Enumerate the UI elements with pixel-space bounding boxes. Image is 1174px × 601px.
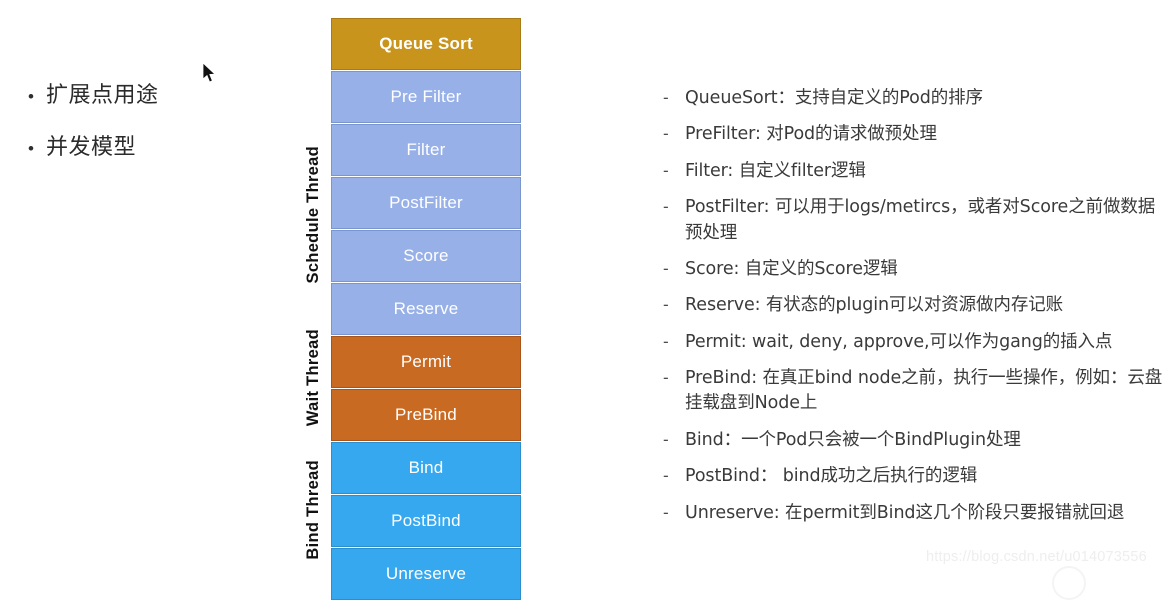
description-item: -Permit: wait, deny, approve,可以作为gang的插入… bbox=[663, 330, 1163, 355]
dash-bullet-icon: - bbox=[663, 124, 669, 144]
description-item: -Bind：一个Pod只会被一个BindPlugin处理 bbox=[663, 428, 1163, 453]
watermark-url: https://blog.csdn.net/u014073556 bbox=[926, 549, 1147, 565]
stage-block: Bind bbox=[331, 442, 521, 494]
stage-block: Reserve bbox=[331, 283, 521, 335]
thread-label-text: Bind Thread bbox=[303, 460, 322, 560]
dash-bullet-icon: - bbox=[663, 331, 669, 351]
stage-block: Score bbox=[331, 230, 521, 282]
mouse-pointer-icon bbox=[203, 63, 216, 83]
description-item: -PreBind: 在真正bind node之前，执行一些操作，例如：云盘挂载盘… bbox=[663, 366, 1163, 417]
description-text: Reserve: 有状态的plugin可以对资源做内存记账 bbox=[685, 295, 1064, 316]
stage-block: PostFilter bbox=[331, 177, 521, 229]
thread-label: Bind Thread bbox=[296, 442, 330, 578]
thread-label-text: Schedule Thread bbox=[303, 146, 322, 284]
description-item: -PostFilter: 可以用于logs/metircs，或者对Score之前… bbox=[663, 195, 1163, 246]
dash-bullet-icon: - bbox=[663, 502, 669, 522]
stage-block: Queue Sort bbox=[331, 18, 521, 70]
description-item: -QueueSort：支持自定义的Pod的排序 bbox=[663, 86, 1163, 111]
description-text: Bind：一个Pod只会被一个BindPlugin处理 bbox=[685, 429, 1021, 450]
description-item: -PreFilter: 对Pod的请求做预处理 bbox=[663, 122, 1163, 147]
description-text: PreFilter: 对Pod的请求做预处理 bbox=[685, 124, 937, 145]
stage-block: PostBind bbox=[331, 495, 521, 547]
left-bullet-label: 扩展点用途 bbox=[46, 83, 159, 108]
left-bullet-item: • 并发模型 bbox=[28, 134, 278, 162]
description-text: QueueSort：支持自定义的Pod的排序 bbox=[685, 88, 983, 108]
thread-label: Schedule Thread bbox=[296, 90, 330, 340]
description-text: Permit: wait, deny, approve,可以作为gang的插入点 bbox=[685, 331, 1113, 352]
description-text: PostBind： bind成功之后执行的逻辑 bbox=[685, 466, 978, 487]
left-bullet-list: • 扩展点用途 • 并发模型 bbox=[28, 82, 278, 185]
thread-label-text: Wait Thread bbox=[303, 329, 322, 427]
description-item: -Filter: 自定义filter逻辑 bbox=[663, 159, 1163, 184]
description-text: Unreserve: 在permit到Bind这几个阶段只要报错就回退 bbox=[685, 502, 1125, 523]
description-item: -Unreserve: 在permit到Bind这几个阶段只要报错就回退 bbox=[663, 501, 1163, 526]
stage-block: PreBind bbox=[331, 389, 521, 441]
dash-bullet-icon: - bbox=[663, 295, 669, 315]
thread-label: Wait Thread bbox=[296, 308, 330, 448]
bullet-dot-icon: • bbox=[28, 138, 34, 158]
description-text: Score: 自定义的Score逻辑 bbox=[685, 258, 898, 279]
dash-bullet-icon: - bbox=[663, 258, 669, 278]
bullet-dot-icon: • bbox=[28, 87, 34, 106]
stage-block: Pre Filter bbox=[331, 71, 521, 123]
description-text: PreBind: 在真正bind node之前，执行一些操作，例如：云盘挂载盘到… bbox=[685, 368, 1163, 414]
watermark-circle-icon bbox=[1052, 566, 1086, 600]
dash-bullet-icon: - bbox=[663, 160, 669, 180]
description-item: -Reserve: 有状态的plugin可以对资源做内存记账 bbox=[663, 293, 1163, 318]
dash-bullet-icon: - bbox=[663, 429, 669, 449]
left-bullet-item: • 扩展点用途 bbox=[28, 82, 278, 110]
stage-block: Permit bbox=[331, 336, 521, 388]
dash-bullet-icon: - bbox=[663, 197, 669, 217]
stage-block: Unreserve bbox=[331, 548, 521, 600]
description-text: Filter: 自定义filter逻辑 bbox=[685, 160, 866, 181]
description-item: -Score: 自定义的Score逻辑 bbox=[663, 257, 1163, 282]
extension-point-description-list: -QueueSort：支持自定义的Pod的排序-PreFilter: 对Pod的… bbox=[663, 86, 1163, 537]
dash-bullet-icon: - bbox=[663, 368, 669, 387]
description-item: -PostBind： bind成功之后执行的逻辑 bbox=[663, 464, 1163, 489]
dash-bullet-icon: - bbox=[663, 466, 669, 486]
left-bullet-label: 并发模型 bbox=[46, 134, 137, 160]
stage-block: Filter bbox=[331, 124, 521, 176]
dash-bullet-icon: - bbox=[663, 88, 669, 107]
description-text: PostFilter: 可以用于logs/metircs，或者对Score之前做… bbox=[685, 197, 1156, 243]
